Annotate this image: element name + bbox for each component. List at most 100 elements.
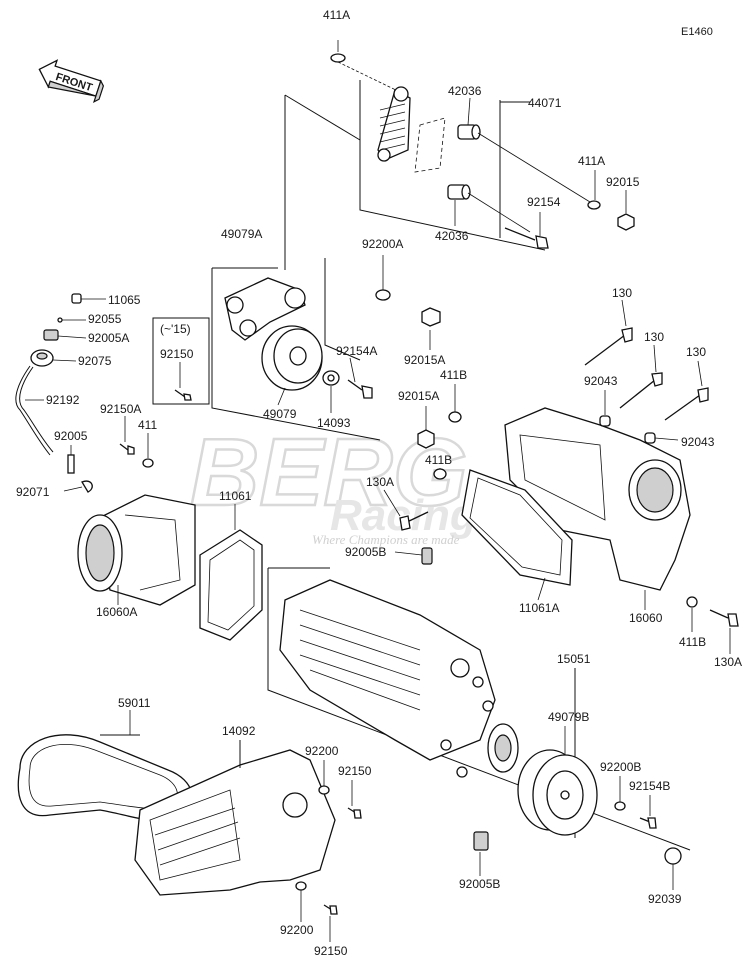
dowel-92043-2 [644,432,656,444]
fitting-92005b-1 [421,547,433,565]
label-92055: 92055 [88,312,122,326]
bolts-130 [584,327,709,421]
label-59011: 59011 [118,696,151,710]
washer-411b-2 [433,468,447,480]
label-92150-box: 92150 [160,347,194,361]
leader-lines [25,97,731,942]
label-92200-2: 92200 [280,923,314,937]
label-92005b-1: 92005B [345,545,386,559]
label-16060: 16060 [629,611,663,625]
washer-411b-1 [448,411,462,423]
label-92015a-1: 92015A [404,353,445,367]
label-130a-1: 130A [366,475,394,489]
hose-group [15,293,154,493]
label-42036-top: 42036 [448,84,482,98]
label-92150-2: 92150 [314,944,348,958]
washer-411a-right [587,200,601,210]
label-92043-1: 92043 [584,374,618,388]
nut-92015a-top [421,307,441,327]
label-92154: 92154 [527,195,561,209]
axis-tensioner [337,61,401,93]
label-49079b: 49079B [548,710,589,724]
gasket-11061a [461,469,573,586]
note-box: (~'15) [152,317,210,405]
fitting-92005a [43,329,59,341]
label-14093: 14093 [317,416,351,430]
front-arrow-depth [47,79,105,104]
dowel-92043-1 [599,415,611,427]
axis-collar-top [477,132,591,203]
bolt-130a-2 [709,609,739,627]
label-92200-1: 92200 [305,744,339,758]
belt-59011 [17,734,193,822]
label-49079a: 49079A [221,227,262,241]
note-box-frame [152,317,210,405]
pulley-49079b [517,749,598,836]
damper-spring [377,86,411,162]
note-box-text: (~'15) [160,322,191,336]
bolt-130a-1 [399,511,429,531]
label-92071: 92071 [16,485,50,499]
label-49079: 49079 [263,407,297,421]
collar-42036-bottom [447,184,471,200]
label-411: 411 [138,418,157,432]
label-92150-1: 92150 [338,764,372,778]
bolt-92154 [504,227,549,249]
bracket-top-diag [284,94,361,141]
washer-92200a [375,289,391,301]
gasket-11061 [199,529,263,641]
label-130a-2: 130A [714,655,742,669]
watermark-sub: Racing [330,491,477,540]
joint-92075 [30,349,54,367]
front-arrow: FRONT [38,59,105,104]
label-92039: 92039 [648,892,682,906]
label-11061a: 11061A [519,601,559,615]
bolt-92150a [119,443,135,455]
label-16060a: 16060A [96,605,137,619]
fitting-92005b-2 [473,831,489,851]
front-cover-16060a [77,494,196,606]
idler-group [211,94,441,441]
diagram-code: E1460 [681,26,713,38]
label-411b-1: 411B [440,368,467,382]
washer-92200b [614,801,626,811]
label-92043-2: 92043 [681,435,715,449]
label-14092: 14092 [222,724,256,738]
supercharger-15051 [267,567,691,851]
part-labels: 411A 44071 42036 42036 411A 92015 92154 … [16,8,742,958]
nut-92015 [617,213,635,231]
washer-14093-hole [327,374,335,382]
label-411a-right: 411A [578,154,605,168]
fitting-92005 [67,454,75,474]
bracket-49079a [211,268,381,441]
belt-cover-14092 [134,740,336,896]
nut-92015a-lower [417,429,435,449]
bolt-92150-box [174,389,192,401]
label-92005a: 92005A [88,331,129,345]
clip-92055 [57,317,63,323]
washer-411a-top [330,53,346,63]
label-92154b: 92154B [629,779,670,793]
label-411b-3: 411B [679,635,706,649]
bolt-92154b [639,817,657,829]
washer-92200-1 [318,785,330,795]
label-92005b-2: 92005B [459,877,500,891]
hose-92192 [15,365,51,456]
axis-collar-bot [467,192,531,233]
bolt-92150-1 [347,807,362,819]
label-92200b: 92200B [600,760,641,774]
cap-92039 [664,847,682,865]
label-130-3: 130 [686,345,706,359]
collar-42036-top [457,124,481,140]
watermark-tagline: Where Champions are made [312,532,460,547]
label-15051: 15051 [557,652,591,666]
clamp-92071 [81,480,93,493]
cap-11065 [71,293,82,304]
label-92192: 92192 [46,393,80,407]
washer-411 [142,458,154,468]
label-42036-bottom: 42036 [435,229,469,243]
label-92200a: 92200A [362,237,403,251]
label-130-1: 130 [612,286,632,300]
idler-pulley-49079 [261,325,323,391]
